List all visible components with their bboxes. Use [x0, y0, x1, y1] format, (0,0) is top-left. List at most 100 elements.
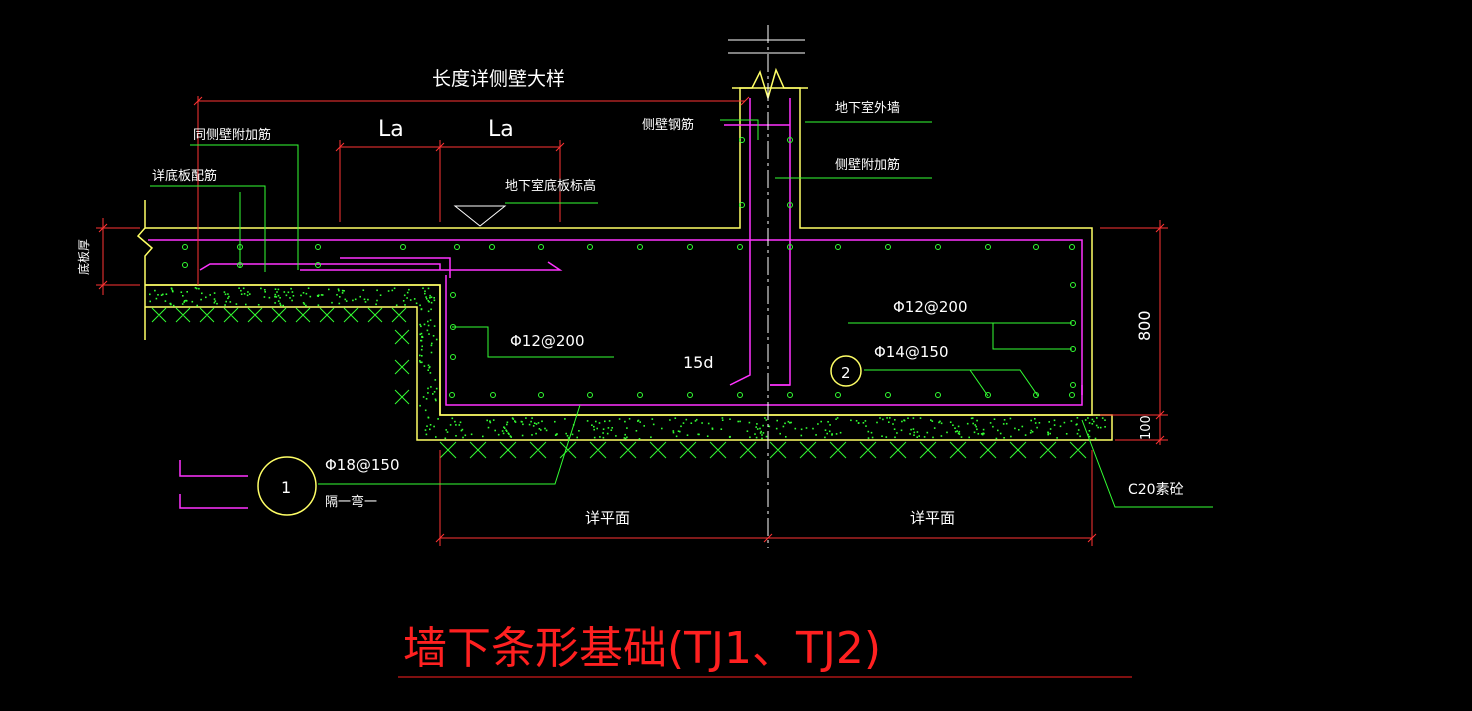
- aggregate-speck: [975, 425, 977, 428]
- aggregate-speck: [638, 438, 641, 440]
- rebar-dot: [587, 392, 593, 398]
- aggregate-speck: [522, 423, 524, 426]
- aggregate-speck: [427, 320, 429, 323]
- aggregate-speck: [829, 424, 831, 426]
- aggregate-speck: [182, 295, 184, 297]
- aggregate-speck: [761, 437, 763, 440]
- aggregate-speck: [954, 427, 956, 429]
- aggregate-speck: [586, 420, 589, 422]
- aggregate-speck: [423, 365, 426, 367]
- aggregate-speck: [759, 432, 762, 434]
- aggregate-speck: [275, 296, 278, 298]
- aggregate-speck: [487, 426, 490, 429]
- aggregate-speck: [341, 289, 344, 292]
- aggregate-speck: [435, 436, 437, 438]
- aggregate-speck: [424, 290, 426, 292]
- aggregate-speck: [972, 422, 974, 425]
- aggregate-speck: [195, 287, 198, 290]
- aggregate-speck: [303, 303, 306, 305]
- blinding-aggregate: [149, 287, 1106, 440]
- aggregate-speck: [1038, 422, 1041, 424]
- aggregate-speck: [608, 420, 611, 422]
- aggregate-speck: [420, 332, 423, 335]
- aggregate-speck: [424, 429, 427, 431]
- aggregate-speck: [775, 427, 778, 430]
- rebar-dot: [490, 392, 496, 398]
- aggregate-speck: [593, 425, 595, 428]
- aggregate-speck: [565, 432, 567, 435]
- aggregate-speck: [503, 427, 506, 429]
- aggregate-speck: [949, 421, 952, 423]
- aggregate-speck: [263, 296, 266, 298]
- aggregate-speck: [876, 421, 878, 424]
- aggregate-speck: [421, 355, 423, 357]
- aggregate-speck: [508, 433, 510, 435]
- aggregate-speck: [1003, 419, 1006, 421]
- aggregate-speck: [537, 422, 540, 424]
- aggregate-speck: [430, 351, 433, 354]
- aggregate-speck: [974, 424, 976, 426]
- aggregate-speck: [554, 420, 556, 423]
- aggregate-speck: [970, 417, 973, 420]
- c20-label: C20素砼: [1128, 482, 1184, 498]
- aggregate-speck: [912, 428, 915, 430]
- aggregate-speck: [302, 302, 305, 304]
- aggregate-speck: [981, 433, 984, 436]
- aggregate-speck: [595, 420, 597, 423]
- aggregate-speck: [181, 303, 184, 305]
- aggregate-speck: [157, 294, 159, 296]
- aggregate-speck: [680, 425, 682, 428]
- aggregate-speck: [257, 304, 260, 306]
- aggregate-speck: [639, 421, 641, 423]
- aggregate-speck: [354, 298, 357, 301]
- aggregate-speck: [240, 293, 243, 295]
- aggregate-speck: [444, 437, 447, 440]
- aggregate-speck: [674, 417, 677, 419]
- aggregate-speck: [191, 300, 194, 303]
- aggregate-speck: [828, 430, 831, 433]
- aggregate-speck: [225, 300, 227, 303]
- aggregate-speck: [661, 427, 663, 430]
- aggregate-speck: [820, 420, 822, 423]
- aggregate-speck: [224, 293, 227, 296]
- aggregate-speck: [427, 310, 430, 313]
- aggregate-speck: [282, 304, 284, 307]
- aggregate-speck: [507, 432, 510, 434]
- aggregate-speck: [992, 425, 994, 428]
- rebar-dot: [787, 137, 793, 143]
- aggregate-speck: [739, 420, 741, 423]
- aggregate-speck: [1094, 437, 1097, 440]
- aggregate-speck: [1009, 417, 1012, 420]
- aggregate-speck: [289, 297, 291, 299]
- aggregate-speck: [379, 294, 382, 296]
- aggregate-speck: [214, 300, 217, 302]
- aggregate-speck: [505, 429, 507, 431]
- aggregate-speck: [243, 293, 246, 295]
- aggregate-speck: [274, 302, 276, 304]
- aggregate-speck: [697, 433, 699, 436]
- aggregate-speck: [1097, 426, 1099, 429]
- aggregate-speck: [913, 431, 916, 434]
- aggregate-speck: [492, 419, 495, 421]
- aggregate-speck: [800, 428, 803, 431]
- aggregate-speck: [765, 435, 768, 438]
- aggregate-speck: [430, 344, 433, 347]
- aggregate-speck: [464, 434, 467, 437]
- aggregate-speck: [276, 291, 278, 293]
- aggregate-speck: [425, 398, 428, 400]
- aggregate-speck: [433, 391, 436, 393]
- aggregate-speck: [1047, 432, 1049, 434]
- aggregate-speck: [1099, 426, 1102, 429]
- aggregate-speck: [862, 422, 865, 424]
- aggregate-speck: [1030, 429, 1033, 432]
- aggregate-speck: [606, 432, 609, 435]
- aggregate-speck: [421, 345, 423, 348]
- aggregate-speck: [618, 418, 621, 420]
- aggregate-speck: [1021, 425, 1024, 428]
- aggregate-speck: [930, 419, 932, 421]
- slab-thickness-label: 底板厚: [76, 239, 91, 275]
- aggregate-speck: [432, 393, 434, 395]
- aggregate-speck: [1088, 435, 1091, 438]
- aggregate-speck: [593, 428, 595, 431]
- aggregate-speck: [954, 430, 957, 433]
